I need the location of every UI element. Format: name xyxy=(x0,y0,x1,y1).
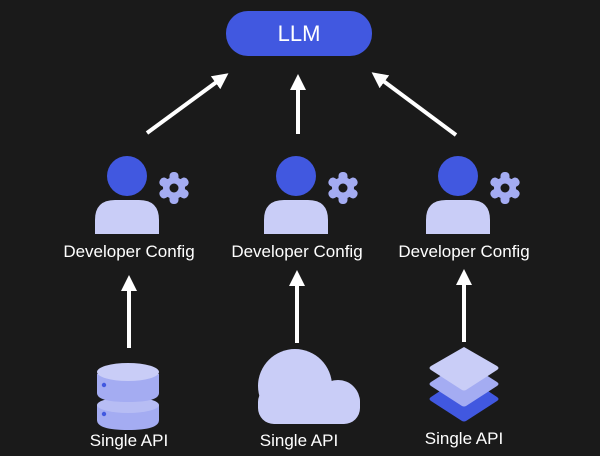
developer-config-label-3: Developer Config xyxy=(398,242,530,261)
user-body-icon xyxy=(95,200,159,234)
single-api-label-1: Single API xyxy=(89,431,169,450)
gear-icon xyxy=(328,172,358,204)
database-icon xyxy=(97,363,159,430)
gear-icon xyxy=(159,172,189,204)
llm-label: LLM xyxy=(277,20,321,46)
gear-icon xyxy=(490,172,520,204)
layers-icon xyxy=(429,347,499,422)
user-with-gear-icon xyxy=(95,156,189,234)
user-with-gear-icon xyxy=(264,156,358,234)
arrow-left-to-llm xyxy=(145,73,229,135)
developer-config-label-2: Developer Config xyxy=(231,242,363,261)
user-head-icon xyxy=(276,156,316,196)
user-head-icon xyxy=(438,156,478,196)
user-with-gear-icon xyxy=(426,156,520,234)
llm-node: LLM xyxy=(226,11,372,56)
user-head-icon xyxy=(107,156,147,196)
single-api-label-2: Single API xyxy=(259,431,339,450)
developer-config-label-1: Developer Config xyxy=(63,242,195,261)
user-body-icon xyxy=(264,200,328,234)
arrow-right-to-llm xyxy=(371,72,458,137)
user-body-icon xyxy=(426,200,490,234)
single-api-label-3: Single API xyxy=(424,429,504,448)
cloud-icon xyxy=(258,349,360,424)
